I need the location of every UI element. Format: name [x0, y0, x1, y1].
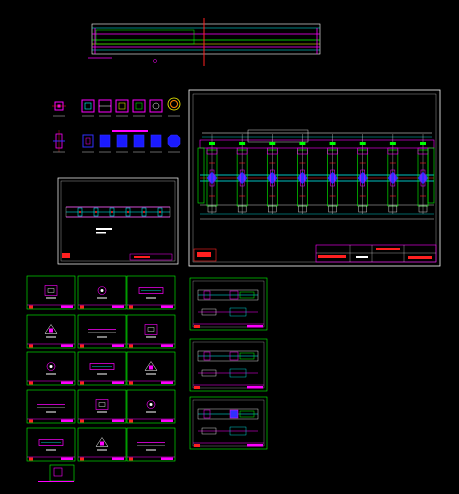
detail-sheet-grid[interactable] [26, 275, 176, 462]
right-column-sheets[interactable] [189, 277, 268, 450]
connector-bar [112, 130, 148, 132]
column-unit[interactable] [327, 134, 338, 214]
filled-block-icon[interactable] [133, 134, 145, 148]
detail-sheet[interactable] [26, 389, 76, 424]
filled-block-icon[interactable] [150, 134, 162, 148]
detail-sheet[interactable] [126, 275, 176, 310]
column-unit[interactable] [297, 134, 308, 214]
column-section-icon[interactable] [52, 101, 66, 111]
square-block-icon[interactable] [82, 134, 94, 148]
small-detail-sheet[interactable] [38, 464, 75, 482]
main-plan-sheet[interactable] [188, 89, 441, 267]
round-section-icon[interactable] [167, 97, 181, 111]
filled-block-icon[interactable] [99, 134, 111, 148]
section-detail-sheet[interactable] [189, 277, 268, 331]
title-block[interactable] [315, 244, 437, 263]
octagon-icon[interactable] [167, 134, 181, 148]
column-detail-icon[interactable] [149, 99, 163, 113]
detail-sheet[interactable] [26, 427, 76, 462]
column-unit[interactable] [266, 134, 278, 214]
section-markers [77, 207, 163, 217]
detail-sheet[interactable] [126, 389, 176, 424]
column-unit[interactable] [357, 134, 369, 214]
column-grid[interactable] [206, 134, 429, 214]
detail-sheet[interactable] [126, 314, 176, 349]
beam-section-icon[interactable] [115, 99, 129, 113]
pier-icon[interactable] [53, 130, 65, 152]
detail-sheet[interactable] [77, 314, 127, 349]
detail-sheet[interactable] [77, 351, 127, 386]
detail-sheet[interactable] [77, 427, 127, 462]
section-detail-sheet[interactable] [189, 396, 268, 450]
section-detail-sheet[interactable] [189, 338, 268, 392]
detail-sheet[interactable] [77, 389, 127, 424]
detail-sheet[interactable] [126, 351, 176, 386]
detail-sheet[interactable] [77, 275, 127, 310]
detail-sheet[interactable] [126, 427, 176, 462]
sheet-logo [193, 248, 217, 262]
beam-section-icon[interactable] [132, 99, 146, 113]
top-elevation-drawing[interactable] [88, 18, 321, 66]
square-section-icon[interactable] [81, 99, 95, 113]
detail-sheet[interactable] [26, 275, 76, 310]
detail-sheet[interactable] [26, 351, 76, 386]
column-unit[interactable] [387, 134, 399, 214]
column-unit[interactable] [206, 134, 218, 214]
beam-section-icon[interactable] [98, 99, 112, 113]
detail-symbols-row-2[interactable] [53, 130, 181, 153]
filled-block-icon[interactable] [116, 134, 128, 148]
column-unit[interactable] [236, 134, 248, 214]
detail-sheet[interactable] [26, 314, 76, 349]
detail-symbols-row-1[interactable] [52, 97, 181, 117]
section-sheet[interactable] [57, 177, 179, 265]
